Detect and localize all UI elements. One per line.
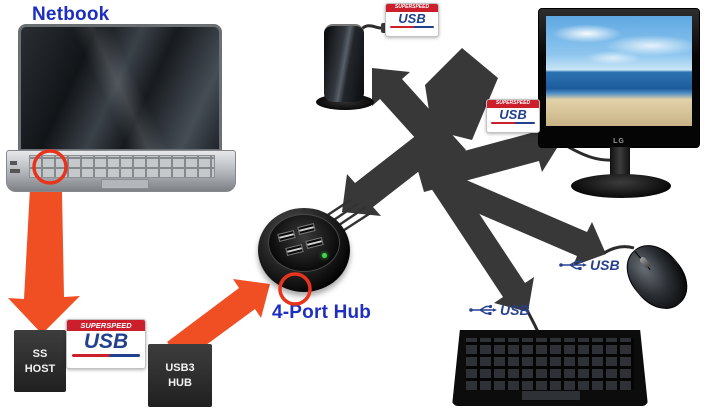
netbook-base	[6, 150, 236, 192]
monitor-stand-neck	[610, 147, 630, 177]
superspeed-swoosh	[490, 122, 536, 125]
four-port-hub-image	[258, 208, 354, 298]
superspeed-banner: SUPERSPEED	[386, 4, 438, 12]
superspeed-banner: SUPERSPEED	[487, 100, 539, 108]
monitor-stand-base	[571, 174, 671, 198]
usb-logo-text: USB	[500, 302, 530, 318]
usb-logo-keyboard: USB	[468, 302, 530, 318]
usb-logo-text: USB	[590, 257, 620, 273]
keyboard-spacebar	[520, 390, 582, 401]
netbook-label: Netbook	[32, 4, 110, 25]
external-hdd-image	[316, 24, 380, 116]
superspeed-usb-logo-host: SUPERSPEED USB	[66, 319, 146, 369]
monitor-image: LG	[538, 8, 706, 204]
netbook-touchpad	[101, 179, 149, 189]
netbook-side-port	[10, 161, 17, 165]
mouse-image	[615, 234, 699, 320]
usb-logo-mouse: USB	[558, 257, 620, 273]
superspeed-usb-text: USB	[499, 106, 527, 122]
monitor-brand-logo: LG	[613, 138, 625, 145]
superspeed-swoosh	[72, 354, 140, 358]
arrow-bundle-blob	[425, 48, 498, 140]
hub-top-face	[268, 214, 340, 272]
superspeed-banner: SUPERSPEED	[67, 320, 145, 332]
arrow-to-keyboard	[427, 168, 534, 312]
usb-trident-icon	[469, 304, 497, 315]
ss-host-line2: HOST	[24, 362, 56, 375]
usb3-hub-line2: HUB	[168, 377, 192, 389]
usb3-hub-box: USB3 HUB	[148, 344, 212, 407]
netbook-screen	[18, 24, 222, 154]
superspeed-swoosh	[389, 26, 435, 29]
superspeed-usb-text: USB	[398, 10, 426, 26]
hub-label: 4-Port Hub	[272, 302, 372, 323]
superspeed-usb-logo-hdd: SUPERSPEED USB	[385, 3, 439, 37]
mouse-body	[615, 234, 699, 320]
keyboard-body	[452, 330, 648, 406]
keyboard-image	[452, 330, 650, 410]
netbook-keyboard	[29, 155, 215, 178]
netbook-image	[6, 24, 236, 192]
hub-cable-fan	[313, 197, 373, 236]
arrow-to-hdd	[372, 68, 466, 170]
monitor-screen-beach-wallpaper	[546, 16, 692, 126]
mouse-cable	[603, 245, 635, 255]
hdd-enclosure	[324, 24, 364, 102]
keyboard-keys	[466, 338, 634, 390]
usb-trident-icon	[559, 259, 587, 270]
usb3-hub-line1: USB3	[165, 362, 195, 374]
hub-power-led	[322, 253, 327, 258]
arrow-netbook-to-host	[8, 188, 80, 334]
superspeed-usb-text: USB	[83, 330, 129, 354]
arrow-hubbox-to-hub	[167, 279, 270, 362]
superspeed-usb-logo-monitor: SUPERSPEED USB	[486, 99, 540, 133]
netbook-usb-port	[10, 169, 20, 173]
hub-body	[258, 208, 350, 292]
monitor-bezel: LG	[538, 8, 700, 148]
ss-host-box: SS HOST	[14, 330, 66, 392]
arrow-to-mouse	[440, 173, 606, 266]
ss-host-line1: SS	[32, 347, 48, 360]
